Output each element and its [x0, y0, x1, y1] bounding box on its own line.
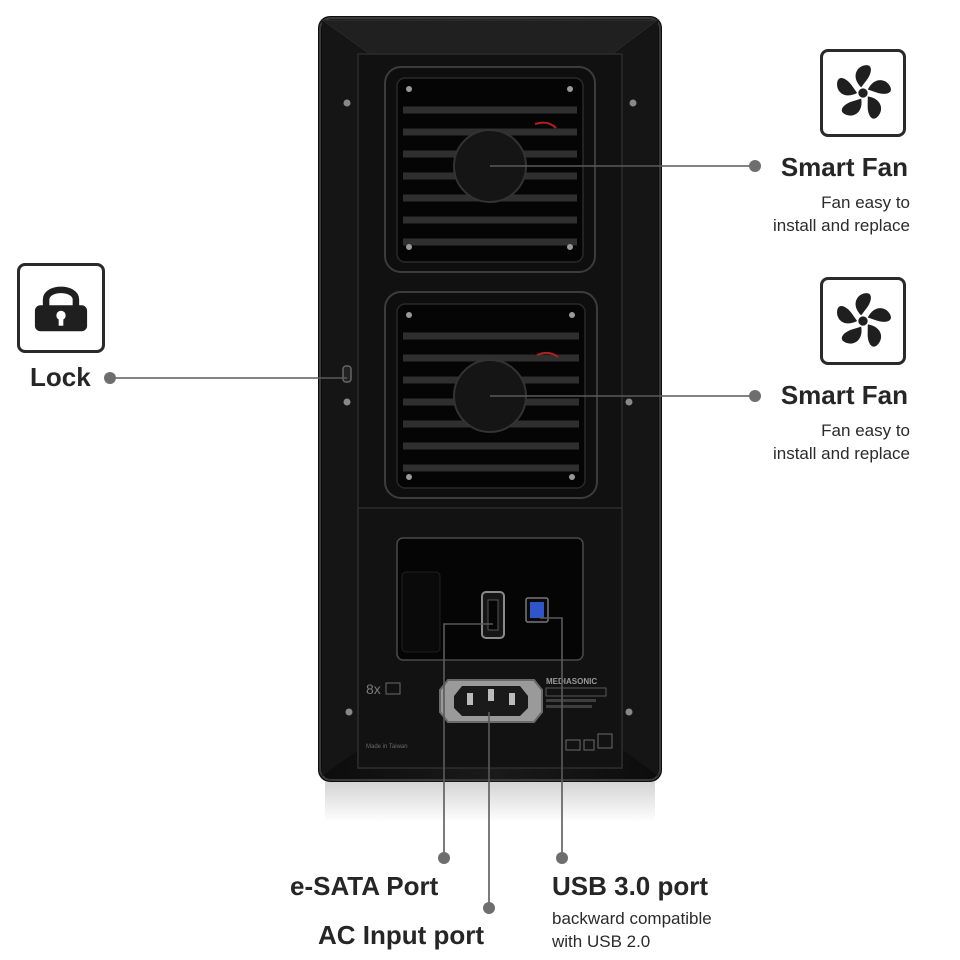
- fan-top-desc-line2: install and replace: [772, 216, 910, 235]
- fan-top-desc-line1: Fan easy to: [821, 193, 910, 212]
- fan-icon: [820, 277, 906, 365]
- brand-mark: MEDIASONIC: [546, 677, 597, 686]
- fan-bottom-title: Smart Fan: [780, 380, 908, 410]
- fan-unit-top: [384, 66, 596, 273]
- leader-dot-ac: [483, 902, 495, 914]
- ac-input-socket: [439, 679, 543, 723]
- origin-mark: Made in Taiwan: [366, 744, 408, 750]
- fan-bottom-desc-line1: Fan easy to: [821, 421, 910, 440]
- lock-title: Lock: [30, 362, 91, 392]
- padlock-icon: [17, 263, 105, 353]
- esata-port: [481, 591, 505, 639]
- leader-dot-fan-top: [749, 160, 761, 172]
- bay-count-mark: 8x: [366, 681, 381, 697]
- leader-dot-usb: [556, 852, 568, 864]
- leader-dot-lock: [104, 372, 116, 384]
- fan-icon: [820, 49, 906, 137]
- ac-input-title: AC Input port: [318, 920, 485, 950]
- certification-marks: [565, 733, 613, 751]
- usb-port: [525, 597, 549, 623]
- usb-title: USB 3.0 port: [552, 871, 709, 901]
- leader-dot-esata: [438, 852, 450, 864]
- usb-desc-line1: backward compatible: [552, 909, 712, 928]
- fan-top-title: Smart Fan: [780, 152, 908, 182]
- leader-esata: [443, 623, 493, 858]
- leader-dot-fan-bottom: [749, 390, 761, 402]
- usb-desc-line2: with USB 2.0: [552, 932, 651, 951]
- leader-usb: [540, 617, 563, 858]
- fan-bottom-desc-line2: install and replace: [772, 444, 910, 463]
- esata-title: e-SATA Port: [290, 871, 439, 901]
